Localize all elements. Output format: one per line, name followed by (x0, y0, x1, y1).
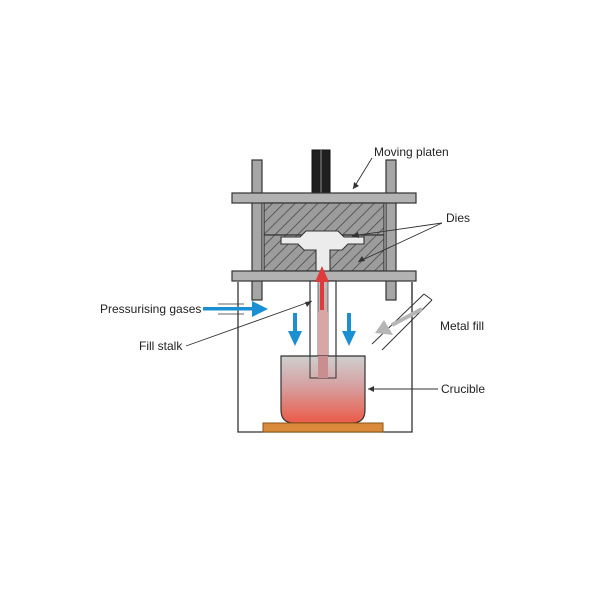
label-moving-platen: Moving platen (374, 145, 449, 159)
molten-metal-rise-arrow (315, 266, 329, 310)
metal-fill-port (371, 282, 433, 351)
crucible (280, 355, 366, 424)
pressurising-gas-arrow (203, 301, 268, 317)
leader-arrowheads (305, 182, 374, 392)
label-dies: Dies (446, 211, 470, 225)
casting-cavity (280, 230, 365, 272)
upper-die (263, 202, 385, 236)
base-plate (262, 422, 384, 433)
tie-bar-left (251, 159, 263, 301)
label-pressurising-gases: Pressurising gases (100, 302, 201, 316)
gas-pressure-arrow-left (288, 313, 302, 346)
metal-fill-arrow (375, 307, 423, 335)
label-fill-stalk: Fill stalk (139, 339, 183, 353)
label-crucible: Crucible (441, 382, 485, 396)
label-metal-fill: Metal fill (440, 319, 484, 333)
gas-pressure-arrow-right (342, 313, 356, 346)
moving-platen (231, 192, 417, 204)
